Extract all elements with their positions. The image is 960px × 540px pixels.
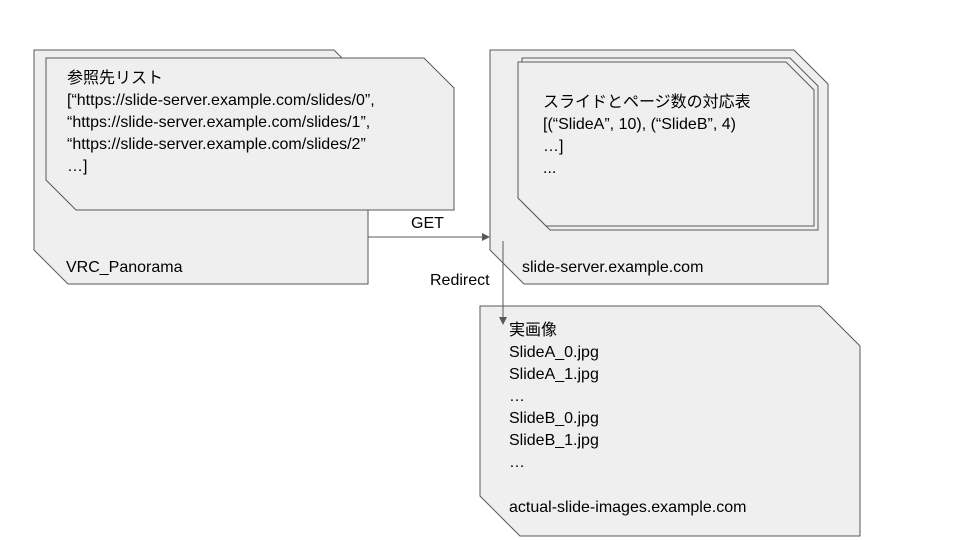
image-list-line: SlideA_1.jpg	[509, 366, 599, 383]
reference-list-line: “https://slide-server.example.com/slides…	[67, 114, 371, 131]
page-count-table-text: スライドとページ数の対応表 [(“SlideA”, 10), (“SlideB”…	[543, 92, 751, 180]
redirect-label: Redirect	[430, 272, 490, 289]
page-count-table-line: ...	[543, 160, 557, 177]
reference-list-line: [“https://slide-server.example.com/slide…	[67, 92, 375, 109]
image-list-line: …	[509, 454, 525, 471]
reference-list-card	[45, 57, 455, 211]
vrc-panorama-label: VRC_Panorama	[66, 259, 183, 276]
image-list-line: SlideB_0.jpg	[509, 410, 599, 427]
reference-list-line: “https://slide-server.example.com/slides…	[67, 136, 366, 153]
page-count-table-card	[517, 61, 815, 227]
page-count-table-line: …]	[543, 138, 564, 155]
page-count-table-line: [(“SlideA”, 10), (“SlideB”, 4)	[543, 116, 736, 133]
reference-list-title: 参照先リスト	[67, 70, 164, 87]
image-server-label: actual-slide-images.example.com	[509, 499, 747, 516]
image-list-line: SlideB_1.jpg	[509, 432, 599, 449]
image-server-card	[479, 305, 861, 537]
reference-list-line: …]	[67, 158, 88, 175]
get-label: GET	[411, 215, 444, 232]
image-list-line: …	[509, 388, 525, 405]
page-count-table-title: スライドとページ数の対応表	[543, 94, 751, 111]
image-list-text: 実画像 SlideA_0.jpg SlideA_1.jpg … SlideB_0…	[509, 320, 599, 474]
image-list-line: SlideA_0.jpg	[509, 344, 599, 361]
reference-list-text: 参照先リスト [“https://slide-server.example.co…	[67, 68, 375, 178]
image-list-title: 実画像	[509, 322, 558, 339]
slide-server-label: slide-server.example.com	[522, 259, 704, 276]
